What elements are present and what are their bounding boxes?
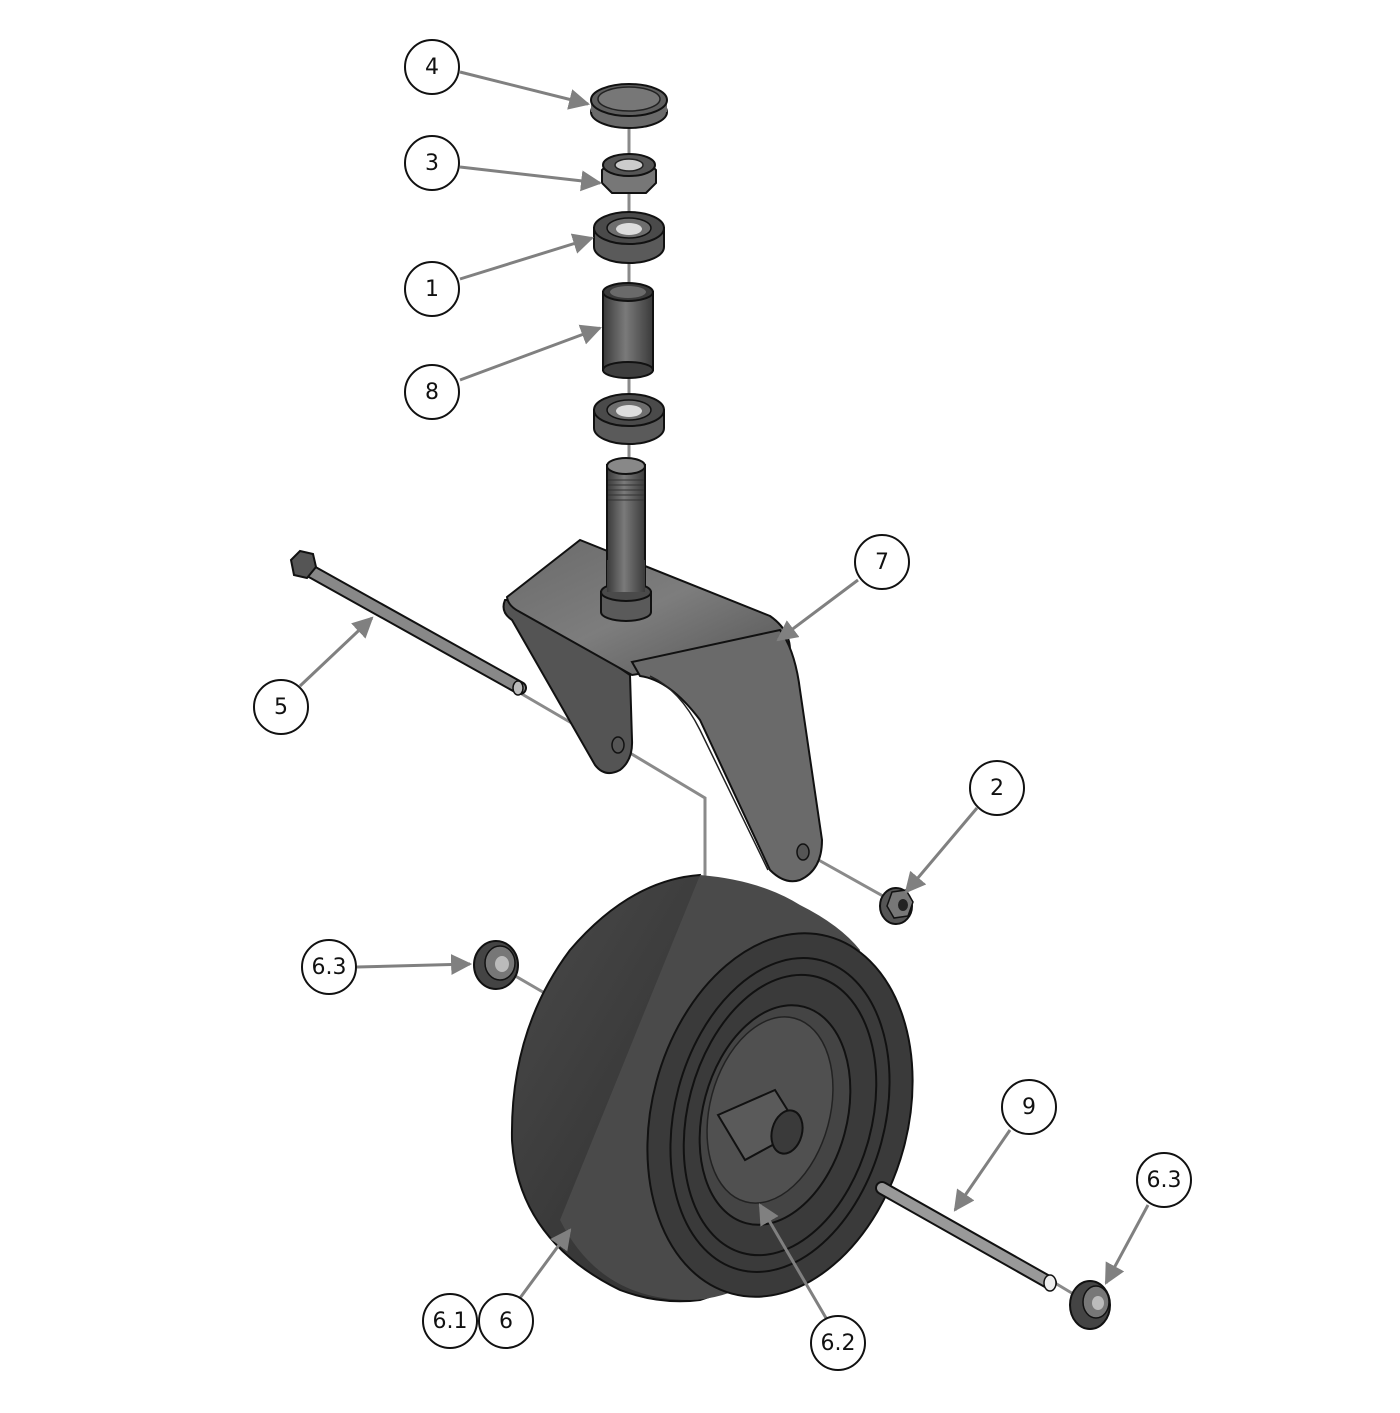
callout-label: 1	[425, 276, 439, 302]
part-bushing-right	[1069, 1280, 1111, 1330]
callout-label: 9	[1022, 1094, 1036, 1120]
part-spacer-sleeve	[602, 282, 654, 379]
callout-label: 2	[990, 775, 1004, 801]
leader-lines	[298, 70, 1150, 1319]
part-bearing-bottom	[593, 393, 665, 445]
callout-6-1-tire[interactable]: 6.1	[422, 1293, 478, 1349]
callout-label: 8	[425, 379, 439, 405]
callout-label: 6.1	[432, 1308, 468, 1334]
callout-label: 6	[499, 1308, 513, 1334]
callout-label: 7	[875, 549, 889, 575]
callout-label: 6.3	[1146, 1167, 1182, 1193]
callout-6-wheel[interactable]: 6	[478, 1293, 534, 1349]
part-axle-bolt	[289, 549, 527, 696]
callout-9-axle-tube[interactable]: 9	[1001, 1079, 1057, 1135]
callout-label: 5	[274, 694, 288, 720]
callout-3-lock-nut[interactable]: 3	[404, 135, 460, 191]
part-fork	[502, 457, 824, 883]
callout-label: 3	[425, 150, 439, 176]
part-wheel	[510, 873, 914, 1303]
callout-5-axle-bolt[interactable]: 5	[253, 679, 309, 735]
callout-label: 6.2	[820, 1330, 856, 1356]
callout-1-bearing[interactable]: 1	[404, 261, 460, 317]
part-bushing-left	[473, 940, 519, 990]
callout-label: 4	[425, 54, 439, 80]
callout-8-spacer-sleeve[interactable]: 8	[404, 364, 460, 420]
part-bearing-top	[593, 211, 665, 264]
part-lock-nut	[601, 153, 657, 194]
callout-label: 6.3	[311, 954, 347, 980]
callout-6-3-bushing-right[interactable]: 6.3	[1136, 1152, 1192, 1208]
callout-6-3-bushing-left[interactable]: 6.3	[301, 939, 357, 995]
callout-2-flange-nut[interactable]: 2	[969, 760, 1025, 816]
callout-6-2-rim-hub[interactable]: 6.2	[810, 1315, 866, 1371]
part-dust-cap	[590, 83, 668, 129]
callout-4-dust-cap[interactable]: 4	[404, 39, 460, 95]
part-flange-nut	[879, 887, 914, 925]
callout-7-fork[interactable]: 7	[854, 534, 910, 590]
part-axle-tube	[875, 1181, 1057, 1292]
